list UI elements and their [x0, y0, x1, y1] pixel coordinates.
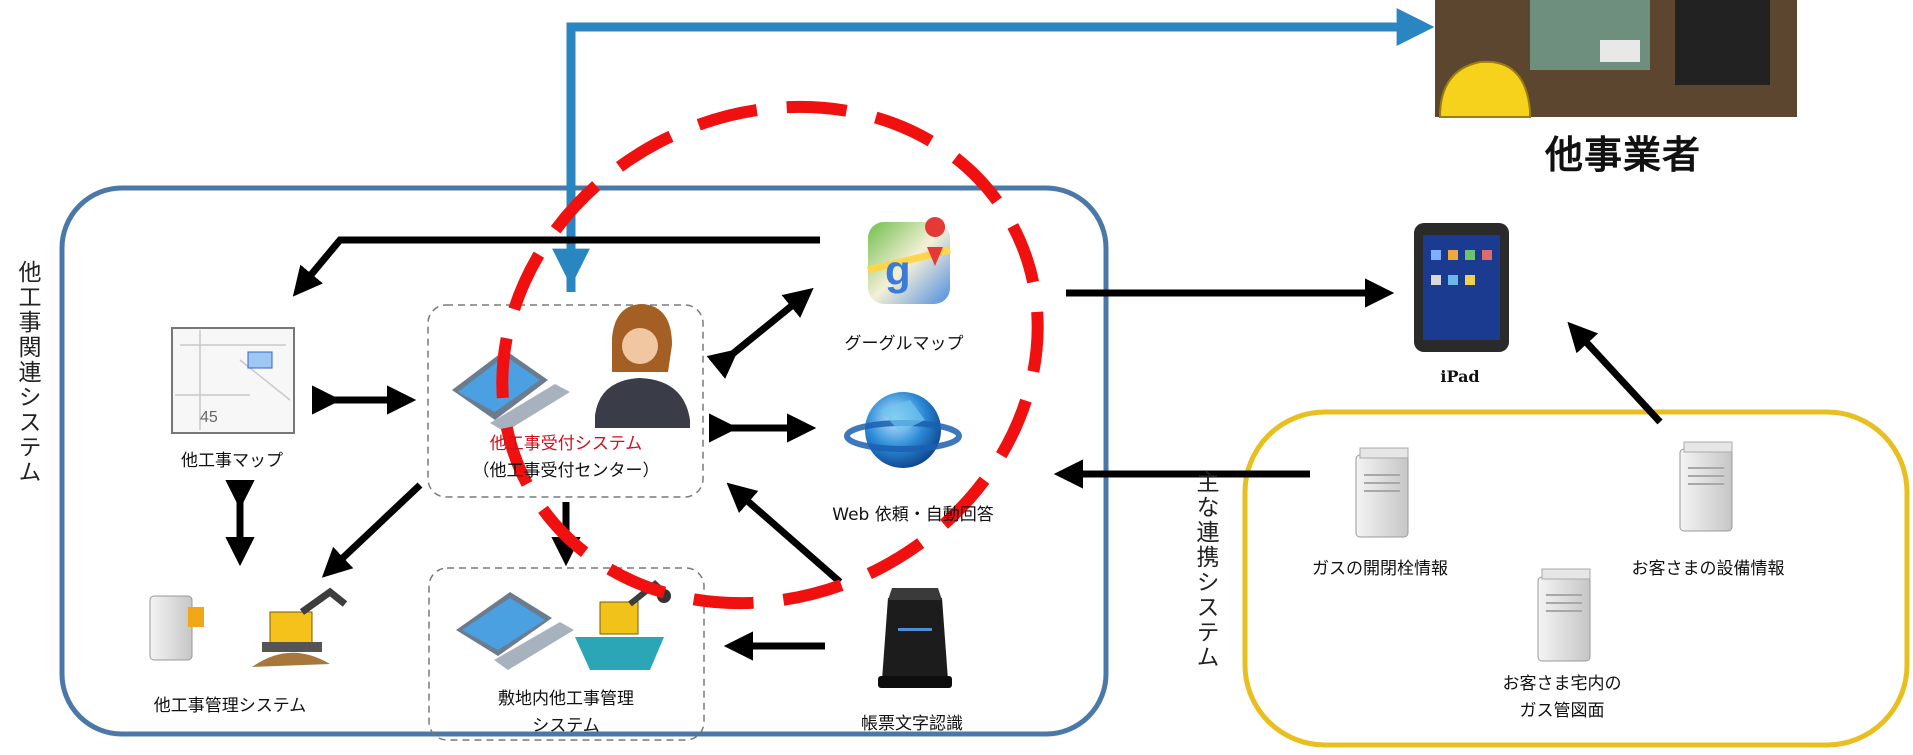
- globe-icon: [844, 392, 962, 468]
- tablet-icon: [1414, 223, 1509, 352]
- server-icon-valve: [1355, 447, 1409, 538]
- mgmt-label: 他工事管理システム: [153, 696, 307, 716]
- server-icon-indoor: [1537, 568, 1591, 662]
- server-icon-equip: [1679, 441, 1733, 532]
- reception-node-box: [427, 304, 704, 498]
- left-group-label: 他工事関連システム: [14, 260, 40, 485]
- equip-label: お客さまの設備情報: [1631, 559, 1785, 579]
- focus-ellipse: [496, 100, 1044, 610]
- server-excavator-icon: [149, 587, 348, 667]
- left-group-frame: [59, 185, 1109, 737]
- laptop-construction-icon: [456, 580, 671, 670]
- onsite-label: 敷地内他工事管理: [498, 689, 634, 709]
- ocr-label: 帳票文字認識: [861, 714, 963, 734]
- contractor-picture: [1435, 0, 1797, 118]
- map-thumbnail-icon: 45: [171, 327, 295, 434]
- google-maps-icon: g: [867, 217, 951, 304]
- arrow-google-to-map: [292, 236, 820, 297]
- indoor-label-2: ガス管図面: [1519, 701, 1605, 721]
- web-label: Web 依頼・自動回答: [832, 505, 994, 525]
- google-label: グーグルマップ: [844, 334, 964, 354]
- blue-arrow-to-contractor: [566, 8, 1435, 292]
- onsite-label-2: システム: [532, 716, 600, 736]
- arrow-equip-to-ipad: [1567, 321, 1663, 425]
- right-group-label: 主な連携システム: [1192, 470, 1218, 670]
- valve-label: ガスの開閉栓情報: [1312, 559, 1448, 579]
- map-label: 他工事マップ: [181, 451, 283, 471]
- reception-label: 他工事受付システム: [489, 434, 643, 454]
- indoor-label: お客さま宅内の: [1502, 674, 1622, 694]
- svg-text:45: 45: [200, 409, 218, 426]
- right-group-frame: [1242, 409, 1910, 748]
- arrow-ocr-to-reception: [726, 482, 843, 585]
- contractor-label: 他事業者: [1545, 133, 1702, 177]
- arrow-reception-to-mgmt: [321, 482, 423, 578]
- arrow-reception-google: [706, 287, 814, 379]
- operator-laptop-icon: [452, 304, 690, 432]
- reception-center-label: （他工事受付センター）: [472, 461, 660, 481]
- scanner-icon: [878, 588, 952, 688]
- ipad-label: iPad: [1440, 367, 1480, 386]
- svg-text:g: g: [885, 247, 911, 294]
